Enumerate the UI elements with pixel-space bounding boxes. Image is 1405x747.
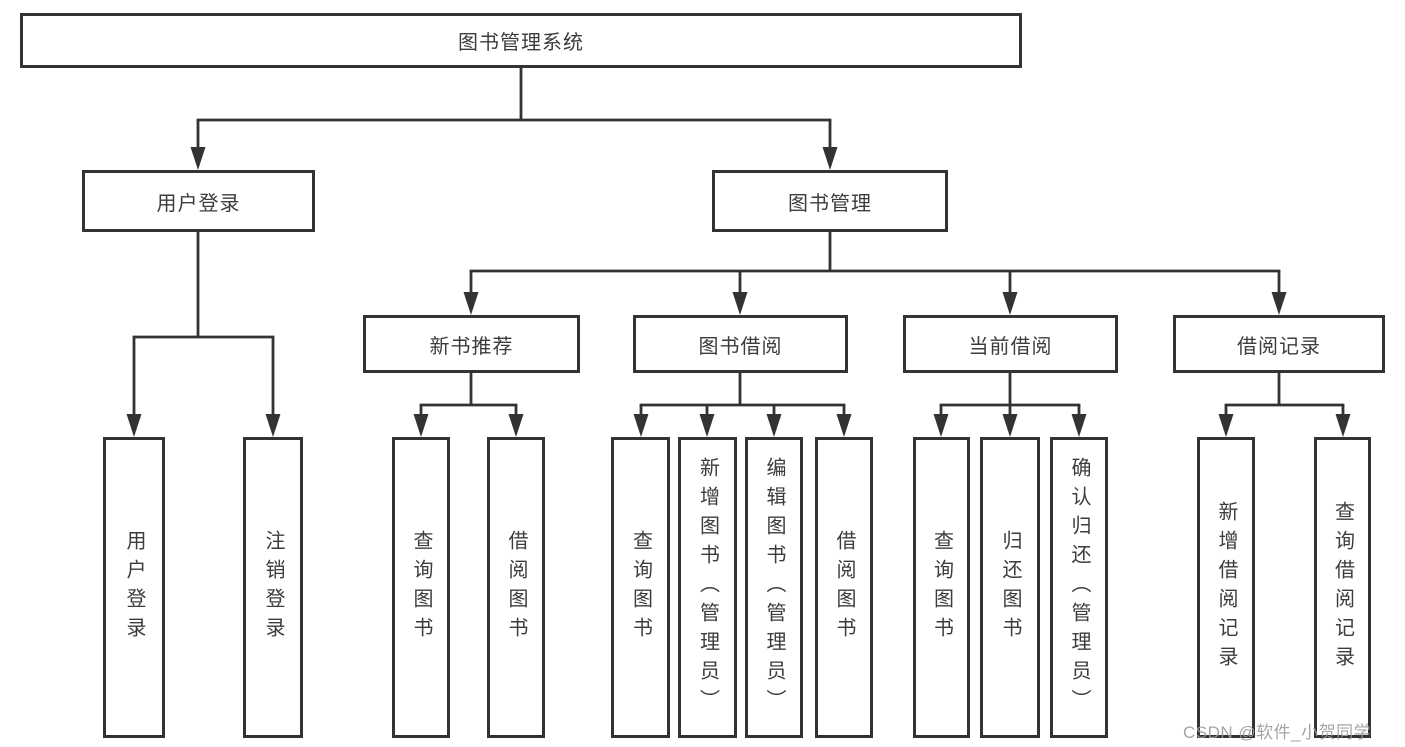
leaf-query-books-recommend: 查询图书 — [392, 437, 450, 738]
node-label: 借阅记录 — [1237, 335, 1321, 358]
leaf-label: 编辑图书（管理员） — [763, 457, 785, 718]
node-user-login: 用户登录 — [82, 170, 315, 232]
node-label: 用户登录 — [156, 192, 241, 215]
node-label: 图书管理 — [788, 192, 872, 215]
leaf-confirm-return-admin: 确认归还（管理员） — [1050, 437, 1108, 738]
leaf-label: 查询图书 — [410, 529, 432, 646]
leaf-label: 新增图书（管理员） — [696, 457, 719, 718]
leaf-label: 查询借阅记录 — [1331, 500, 1354, 675]
leaf-label: 查询图书 — [930, 529, 953, 646]
leaf-add-books-admin: 新增图书（管理员） — [678, 437, 737, 738]
node-book-borrowing: 图书借阅 — [633, 315, 848, 373]
node-current-borrowing: 当前借阅 — [903, 315, 1118, 373]
leaf-logout: 注销登录 — [243, 437, 303, 738]
leaf-return-books: 归还图书 — [980, 437, 1040, 738]
leaf-label: 新增借阅记录 — [1215, 500, 1237, 675]
leaf-label: 用户登录 — [123, 529, 145, 646]
leaf-label: 注销登录 — [262, 529, 284, 646]
leaf-edit-books-admin: 编辑图书（管理员） — [745, 437, 803, 738]
leaf-label: 查询图书 — [629, 529, 652, 646]
node-label: 当前借阅 — [968, 335, 1053, 358]
leaf-label: 借阅图书 — [833, 529, 855, 646]
node-system-root: 图书管理系统 — [20, 13, 1022, 68]
node-label: 新书推荐 — [429, 335, 514, 358]
csdn-watermark: CSDN @软件_小贺同学 — [1183, 723, 1372, 742]
node-book-management: 图书管理 — [712, 170, 948, 232]
leaf-query-borrow-record: 查询借阅记录 — [1314, 437, 1371, 738]
leaf-label: 借阅图书 — [505, 529, 527, 646]
node-borrowing-records: 借阅记录 — [1173, 315, 1385, 373]
leaf-borrow-books-recommend: 借阅图书 — [487, 437, 545, 738]
leaf-label: 确认归还（管理员） — [1068, 457, 1090, 718]
leaf-user-login: 用户登录 — [103, 437, 165, 738]
node-new-book-recommend: 新书推荐 — [363, 315, 580, 373]
leaf-label: 归还图书 — [999, 529, 1021, 646]
node-label: 图书管理系统 — [458, 32, 584, 54]
leaf-query-books-borrow: 查询图书 — [611, 437, 670, 738]
arrowhead-icons — [126, 147, 1351, 437]
leaf-query-books-current: 查询图书 — [913, 437, 970, 738]
leaf-add-borrow-record: 新增借阅记录 — [1197, 437, 1255, 738]
node-label: 图书借阅 — [698, 335, 783, 358]
leaf-borrow-books: 借阅图书 — [815, 437, 873, 738]
